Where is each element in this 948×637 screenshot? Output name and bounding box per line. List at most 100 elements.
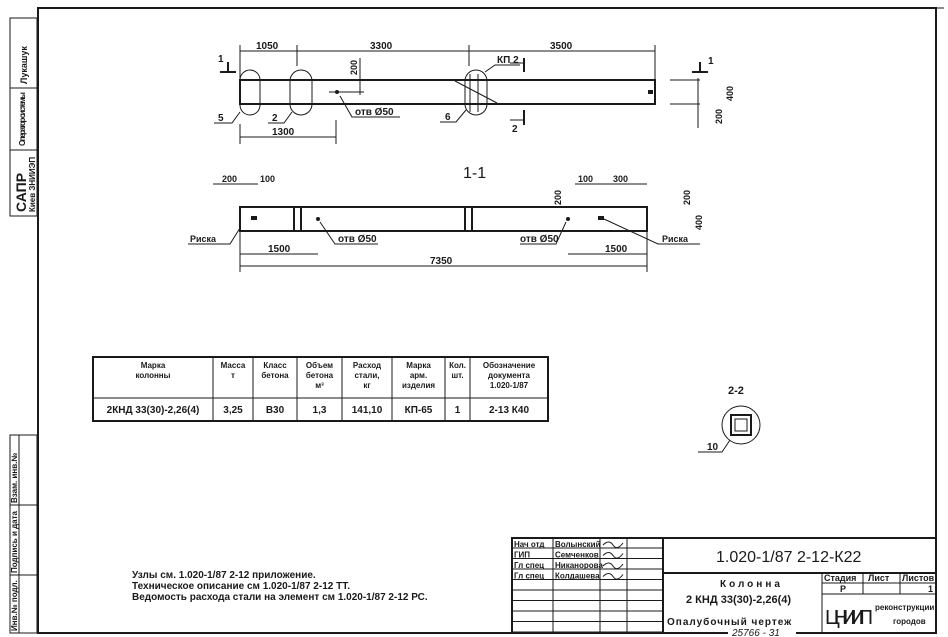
- drawing-type: Опалубочный чертеж: [667, 616, 792, 628]
- footer-number: 25766 - 31: [731, 628, 780, 637]
- callout-oval-2: [289, 69, 313, 116]
- table-header-cell: т: [231, 371, 235, 380]
- sheets-label: Листов: [902, 573, 935, 583]
- table-header-cell: Объем: [306, 361, 333, 370]
- sheets-value: 1: [928, 584, 933, 594]
- table-cell: 141,10: [352, 405, 383, 416]
- side-stamp-bottom: Инв.№ подл. Подпись и дата Взам. инв.№: [9, 434, 38, 634]
- table-header-cell: изделия: [402, 381, 435, 390]
- column-section-body: [239, 206, 648, 232]
- dim-100-left: 100: [260, 174, 275, 184]
- operator-name: Лукашук: [19, 46, 29, 84]
- footer-number-backing: [728, 627, 796, 637]
- handwritten-signature: [602, 562, 624, 570]
- dim-7350: 7350: [430, 256, 453, 267]
- table-cell: В30: [266, 405, 285, 416]
- note-line: Ведомость расхода стали на элемент см 1.…: [132, 592, 428, 603]
- plan-view: 1050 3300 3500 1300 200 отв Ø50 5 2 6 КП…: [214, 41, 735, 144]
- doc-code: 1.020-1/87 2-12-К22: [716, 549, 862, 566]
- dim-1300: 1300: [272, 127, 295, 138]
- table-cell: 2КНД 33(30)-2,26(4): [107, 405, 200, 416]
- dim-400: 400: [725, 86, 735, 101]
- inv-podl-label: Инв.№ подл.: [10, 580, 19, 631]
- element-name: Колонна: [720, 579, 783, 590]
- section-1-1-title: 1-1: [463, 165, 486, 182]
- callout-5: 5: [218, 113, 224, 124]
- table-header-cell: Марка: [406, 361, 431, 370]
- dim-200-mid: 200: [553, 190, 563, 205]
- mark-label-right: Риска: [662, 234, 689, 244]
- table-cell: 1: [455, 405, 461, 416]
- signature-role: Гл спец: [514, 572, 544, 581]
- handwritten-signature: [602, 573, 624, 580]
- dim-200-side: 200: [714, 109, 724, 124]
- column-body: [239, 79, 656, 105]
- table-header-cell: Марка: [141, 361, 166, 370]
- vzam-inv-label: Взам. инв.№: [10, 453, 19, 503]
- callout-oval-5: [239, 69, 261, 116]
- section-mark-2: 2: [512, 124, 518, 135]
- callout-2: 2: [272, 113, 278, 124]
- table-header-cell: Класс: [263, 361, 287, 370]
- dim-200-top: 200: [349, 60, 359, 75]
- table-header-cell: Кол.: [449, 361, 466, 370]
- section-2-2-title: 2-2: [728, 385, 744, 397]
- note-line: Узлы см. 1.020-1/87 2-12 приложение.: [132, 570, 316, 581]
- sheet-label: Лист: [868, 573, 890, 583]
- mark-label-left: Риска: [190, 234, 217, 244]
- dim-300-right: 300: [613, 174, 628, 184]
- signature-role: Нач отд: [514, 540, 544, 549]
- signature-name: Семченков: [555, 551, 599, 560]
- dim-1050: 1050: [256, 41, 279, 52]
- hole-label-left: отв Ø50: [338, 234, 377, 245]
- signature-date-label: Подпись и дата: [10, 510, 19, 573]
- table-header-cell: Обозначение: [483, 361, 536, 370]
- table-header-cell: колонны: [136, 371, 171, 380]
- dim-100-right: 100: [578, 174, 593, 184]
- callout-kp: КП 2: [497, 55, 519, 66]
- table-header-cell: 1.020-1/87: [490, 381, 529, 390]
- dim-1500-right: 1500: [605, 244, 628, 255]
- table-header-cell: бетона: [261, 371, 289, 380]
- title-block: 1.020-1/87 2-12-К22 Колонна 2 КНД 33(30)…: [511, 537, 937, 634]
- sapr-label: САПР: [13, 173, 29, 212]
- table-header-cell: м³: [315, 381, 324, 390]
- callout-10: 10: [707, 442, 719, 453]
- table-cell: 2-13 К40: [489, 405, 529, 416]
- sheet-frame: [37, 7, 944, 634]
- stage-value: Р: [840, 584, 846, 594]
- dim-200-side: 200: [682, 190, 692, 205]
- handwritten-signature: [602, 541, 624, 549]
- table-header-cell: документа: [488, 371, 530, 380]
- table-cell: 3,25: [223, 405, 243, 416]
- table-cell: 1,3: [313, 405, 327, 416]
- org-sub1: реконструкции: [875, 603, 934, 612]
- table-header-cell: арм.: [410, 371, 427, 380]
- table-cell: КП-65: [405, 405, 433, 416]
- table-header-cell: стали,: [354, 371, 379, 380]
- dim-1500-left: 1500: [268, 244, 291, 255]
- callout-6: 6: [445, 112, 451, 123]
- section-mark-1-right: 1: [708, 56, 714, 67]
- note-line: Техническое описание см 1.020-1/87 2-12 …: [132, 581, 350, 592]
- hole-label-right: отв Ø50: [520, 234, 559, 245]
- side-stamp-top: САПР Киев ЗНИИЭП Оператор системы Лукашу…: [9, 17, 38, 217]
- dim-400-side: 400: [694, 215, 704, 230]
- section-mark-1-left: 1: [218, 54, 224, 65]
- stage-label: Стадия: [824, 573, 856, 583]
- table-header-cell: шт.: [451, 371, 463, 380]
- signature-name: Колдашева: [555, 572, 600, 581]
- hole-label: отв Ø50: [355, 107, 394, 118]
- table-header-cell: бетона: [306, 371, 334, 380]
- org-logo: ЦНИИП: [825, 607, 873, 629]
- dim-200-left: 200: [222, 174, 237, 184]
- dim-3500: 3500: [550, 41, 573, 52]
- table-header-cell: Масса: [221, 361, 246, 370]
- operator-label: Оператор системы: [18, 92, 27, 146]
- element-mark: 2 КНД 33(30)-2,26(4): [686, 594, 791, 606]
- section-2-2: 2-2 10: [698, 385, 761, 453]
- org-sub2: городов: [893, 617, 926, 626]
- signature-name: Волынский: [555, 540, 601, 549]
